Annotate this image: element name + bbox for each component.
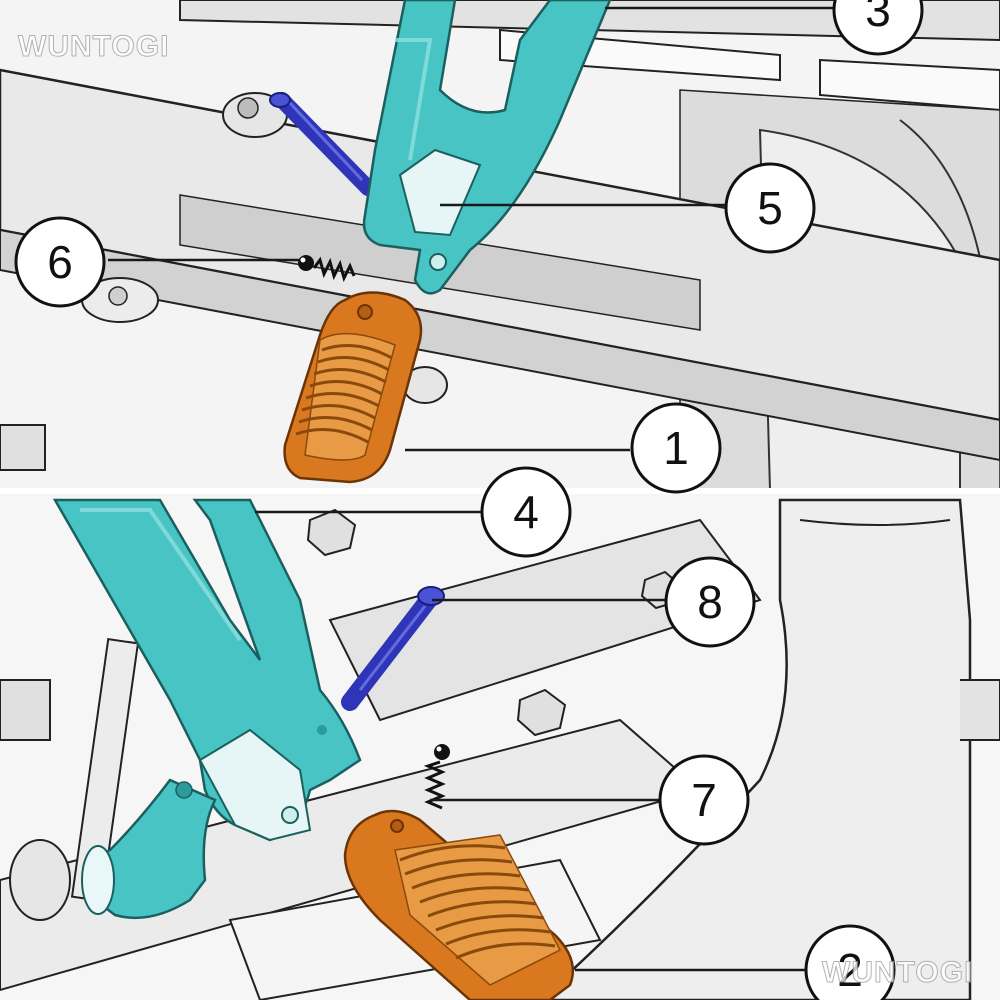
callout-8: 8 xyxy=(664,556,756,648)
frame-rail-top xyxy=(0,68,1000,422)
callout-7: 7 xyxy=(658,754,750,846)
top-panel xyxy=(0,0,1000,491)
pin-top xyxy=(269,92,376,196)
callout-4-label: 4 xyxy=(513,486,539,538)
callout-7-label: 7 xyxy=(691,774,717,826)
footpeg-top xyxy=(283,291,423,484)
bracket-bottom xyxy=(52,498,362,920)
callout-5: 5 xyxy=(724,162,816,254)
watermark-top: WUNTOGI xyxy=(18,30,169,63)
bracket-top xyxy=(362,0,612,295)
callout-5-label: 5 xyxy=(757,182,783,234)
callout-6: 6 xyxy=(14,216,106,308)
ball-spring-bottom xyxy=(423,744,450,810)
callout-3: 3 xyxy=(832,0,924,56)
callout-1-label: 1 xyxy=(663,422,689,474)
callout-3-label: 3 xyxy=(865,0,891,36)
ball-spring-top xyxy=(298,255,356,283)
callout-2: 2 xyxy=(804,924,896,1000)
callout-2-label: 2 xyxy=(837,944,863,996)
bottom-panel xyxy=(0,494,1000,1000)
callout-1: 1 xyxy=(630,402,722,494)
callout-4: 4 xyxy=(480,466,572,558)
watermark-bottom: WUNTOGI xyxy=(822,956,973,989)
footpeg-bottom xyxy=(343,809,575,1000)
callout-6-label: 6 xyxy=(47,236,73,288)
callout-8-label: 8 xyxy=(697,576,723,628)
